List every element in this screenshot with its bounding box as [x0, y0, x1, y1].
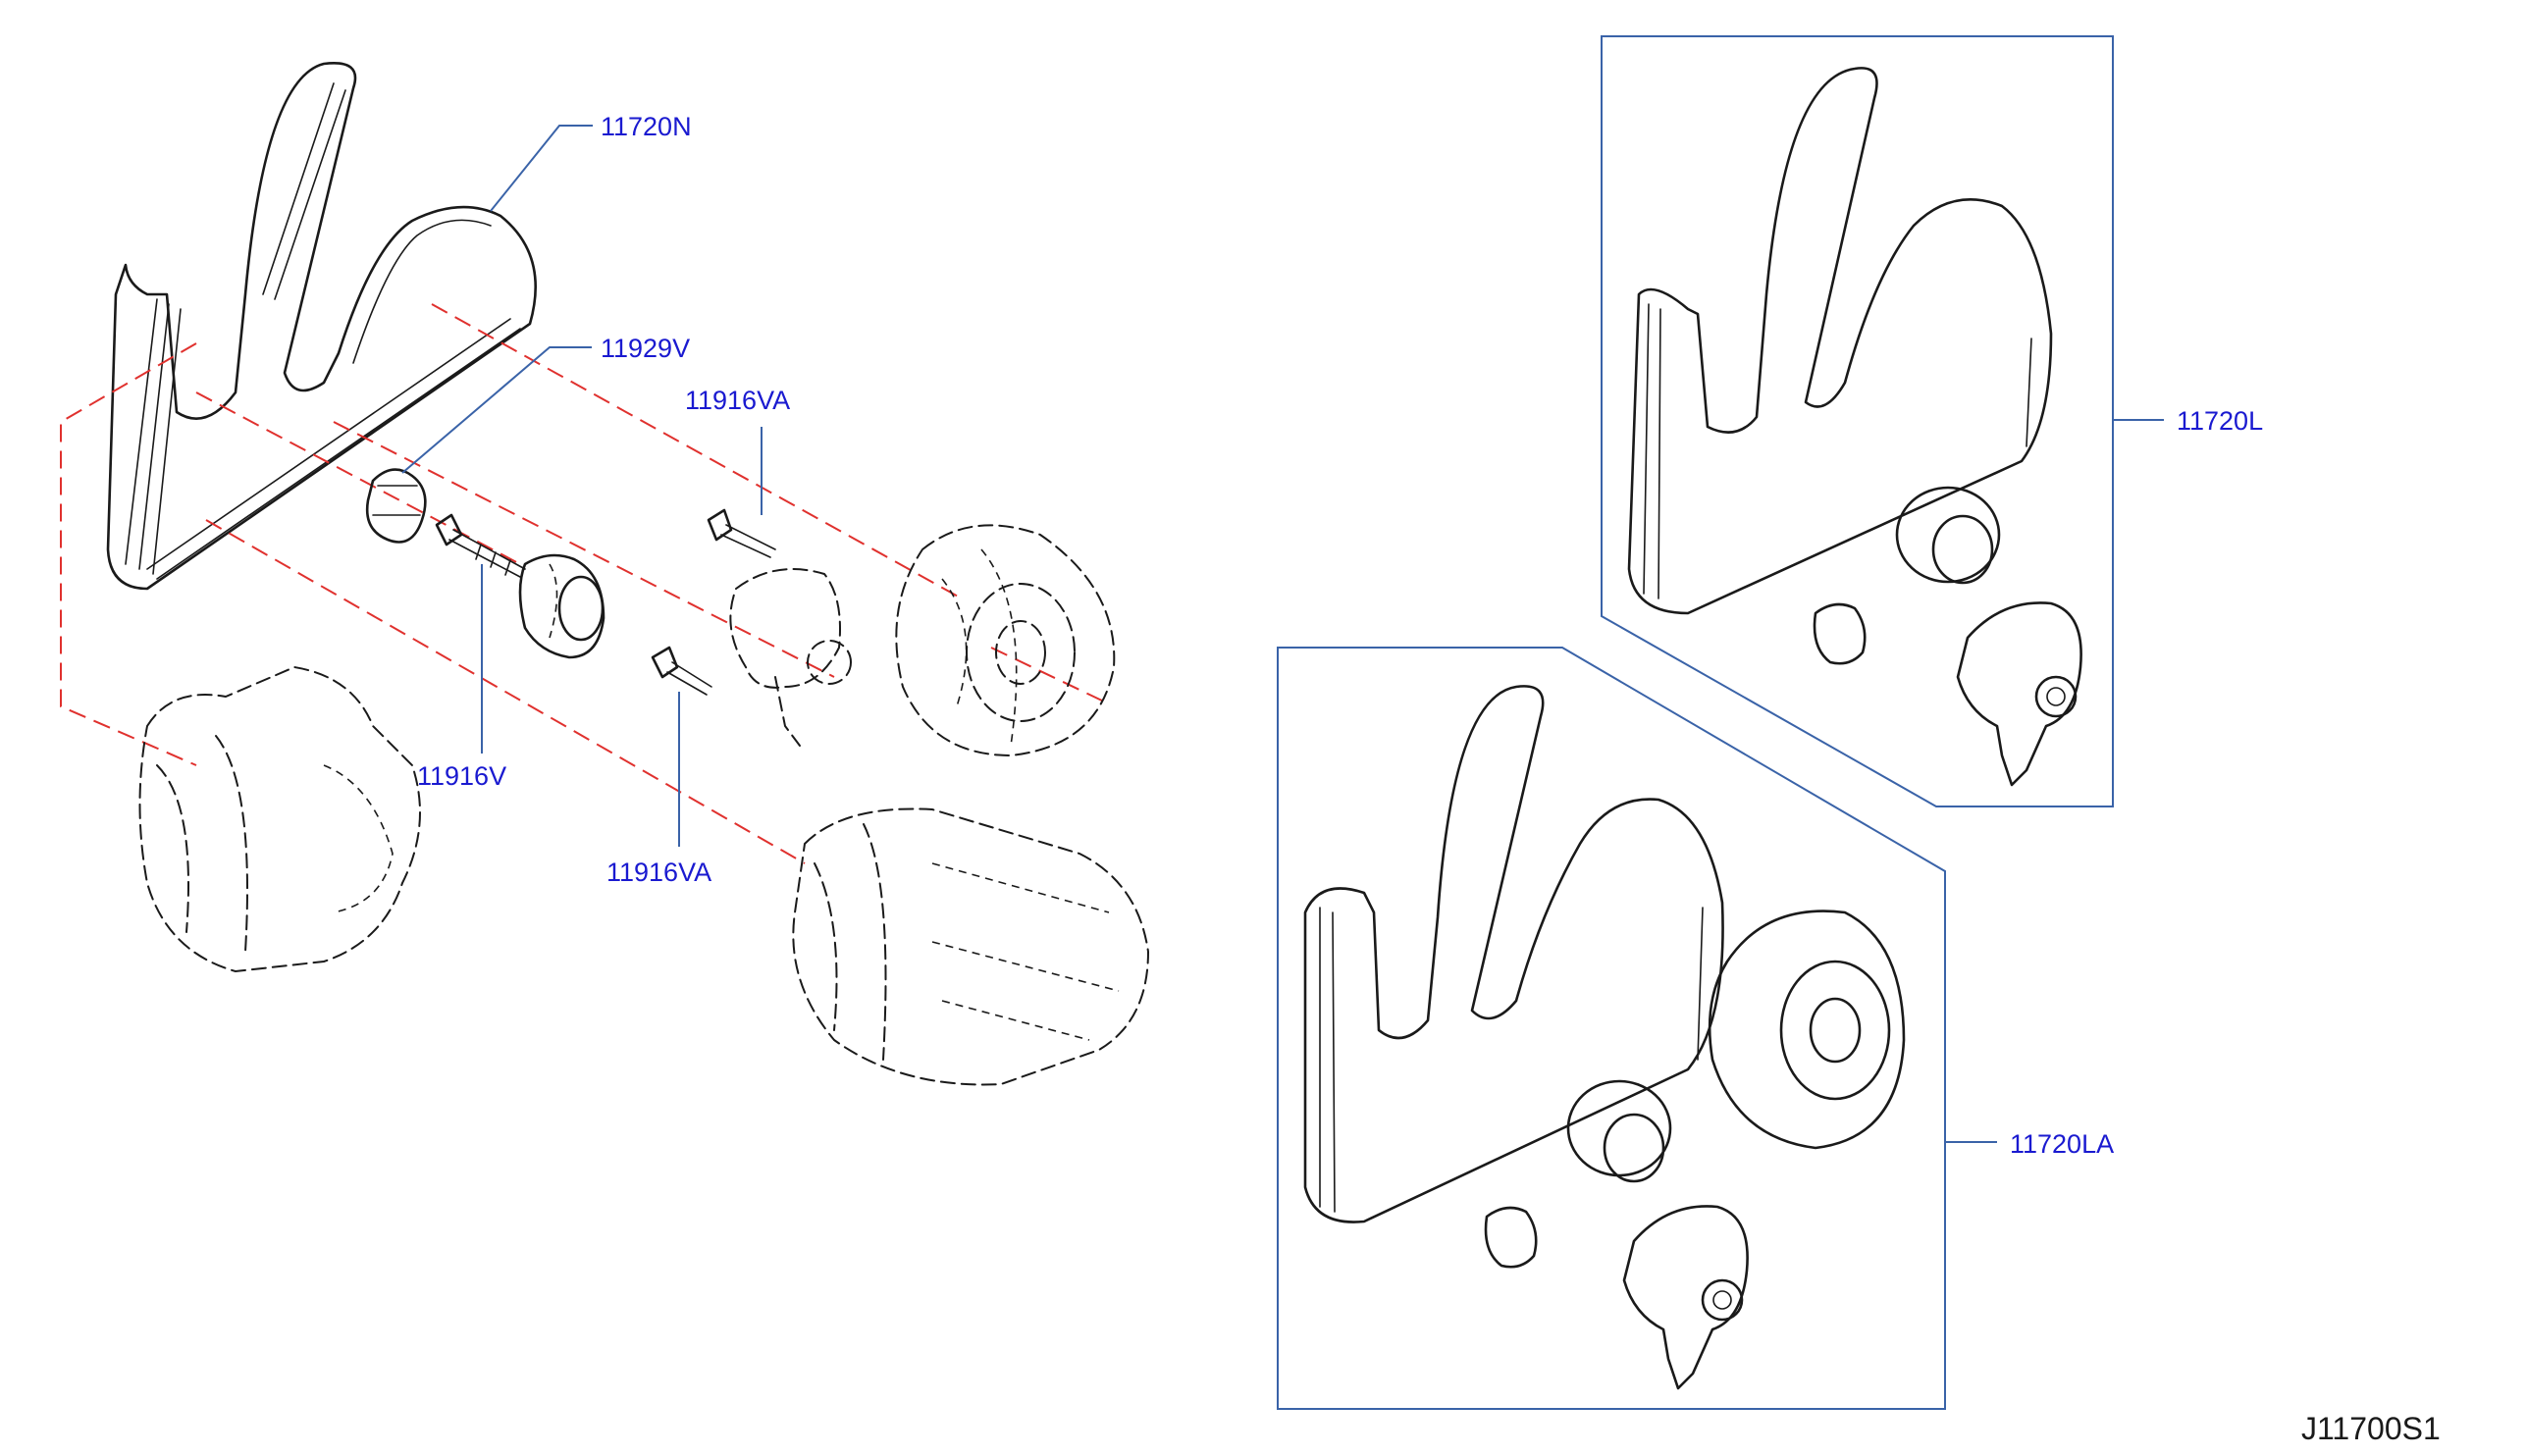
leader-collar	[401, 346, 592, 474]
callout-bolt-upper[interactable]: 11916VA	[685, 386, 790, 415]
phantom-line-alternator	[60, 342, 197, 766]
callout-collar[interactable]: 11929V	[601, 334, 690, 363]
phantom-line-compressor	[205, 519, 806, 864]
kit-lower-frame	[1277, 647, 1946, 1410]
bolt-upper-part[interactable]	[707, 508, 776, 558]
kit-lower-group	[1277, 647, 1997, 1410]
idler-pulley[interactable]	[518, 553, 605, 659]
ac-compressor-ghost	[792, 807, 1150, 1086]
callout-bolt-lower[interactable]: 11916VA	[606, 858, 711, 887]
callout-bolt-idler[interactable]: 11916V	[417, 761, 506, 791]
kit-lower-belt[interactable]	[1303, 685, 1724, 1223]
callout-kit-upper[interactable]: 11720L	[2177, 406, 2263, 436]
kit-lower-crank-pulley[interactable]	[1708, 910, 1906, 1150]
kit-upper-collar[interactable]	[1813, 602, 1867, 665]
collar-part[interactable]	[365, 468, 427, 544]
kit-upper-idler[interactable]	[1895, 486, 2001, 585]
kit-upper-frame	[1601, 35, 2114, 807]
serpentine-belt-main[interactable]	[106, 61, 537, 591]
phantom-line-tensioner	[333, 421, 835, 678]
phantom-line-crank	[990, 647, 1105, 702]
kit-upper-group	[1601, 35, 2164, 807]
crank-pulley-ghost	[895, 524, 1116, 757]
kit-upper-tensioner[interactable]	[1956, 601, 2082, 787]
kit-lower-idler[interactable]	[1566, 1079, 1672, 1183]
kit-lower-tensioner[interactable]	[1622, 1205, 1749, 1390]
bolt-lower-part[interactable]	[651, 646, 712, 696]
alternator-ghost	[138, 665, 421, 973]
kit-upper-belt[interactable]	[1627, 67, 2053, 615]
callout-kit-lower[interactable]: 11720LA	[2010, 1129, 2114, 1159]
phantom-line-idler	[195, 391, 521, 565]
tensioner-ghost	[729, 568, 852, 747]
kit-lower-collar[interactable]	[1484, 1206, 1538, 1269]
phantom-line-pulley	[431, 303, 963, 599]
bolt-idler[interactable]	[435, 513, 526, 578]
leader-belt-main	[490, 125, 593, 212]
diagram-code: J11700S1	[2301, 1411, 2441, 1446]
callout-belt-main[interactable]: 11720N	[601, 112, 692, 141]
phantom-lines	[60, 303, 1105, 864]
